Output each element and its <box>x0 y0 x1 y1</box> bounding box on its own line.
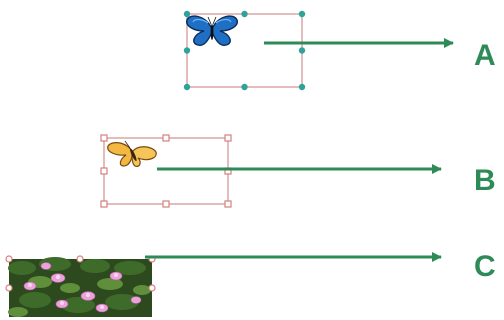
label-c: C <box>474 250 496 283</box>
blue-butterfly-picture[interactable] <box>186 15 238 46</box>
lotus-pond-picture[interactable] <box>8 257 152 317</box>
yellow-butterfly-picture[interactable] <box>107 140 157 167</box>
row-a: A <box>183 10 496 91</box>
resize-handles-a[interactable] <box>183 10 306 91</box>
label-a: A <box>474 39 496 72</box>
label-b: B <box>474 164 496 197</box>
row-b: B <box>100 134 496 208</box>
resize-handles-b[interactable] <box>100 134 232 208</box>
row-c: C <box>5 250 496 317</box>
